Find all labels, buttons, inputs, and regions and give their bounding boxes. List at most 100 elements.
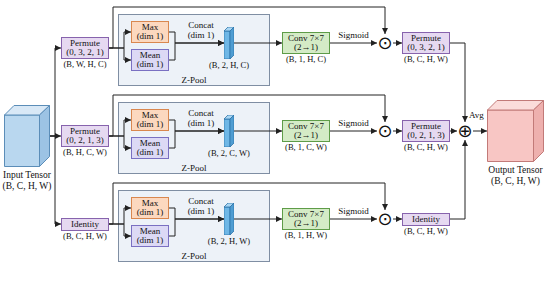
connector [50, 136, 61, 224]
tensor-shape: (B, C, H, W) [63, 232, 107, 241]
slab-face [224, 31, 230, 59]
connector [234, 219, 282, 220]
connector [234, 131, 282, 132]
connector [109, 183, 385, 224]
connector [473, 131, 487, 132]
operation-box: Identity(B, C, H, W) [402, 213, 450, 226]
box-label: Conv 7×7 (2→1) [286, 210, 326, 228]
group-label: Z-Pool [181, 164, 206, 173]
connector [109, 95, 385, 136]
tensor-shape: (B, 2, C, W) [208, 149, 250, 158]
tensor-shape: (B, C, H, W) [404, 227, 448, 236]
slab-face [224, 119, 230, 147]
concat-label: Concat (dim 1) [185, 21, 217, 40]
concat-label: Concat (dim 1) [185, 109, 217, 128]
box-label: Conv 7×7 (2→1) [286, 122, 326, 140]
operation-box: Conv 7×7 (2→1)(B, 1, C, W) [282, 120, 330, 142]
operation-box: Max (dim 1) [131, 197, 169, 219]
tensor-shape: (B, C, H, W) [404, 143, 448, 152]
feature-slab: (B, 2, C, W) [224, 115, 234, 147]
connector [109, 208, 131, 224]
connector [330, 43, 377, 44]
operation-box: Permute (0, 2, 1, 3)(B, H, C, W) [61, 125, 109, 147]
tensor-cube [4, 105, 50, 167]
connector [330, 219, 377, 220]
tensor-shape: (B, 2, H, W) [208, 237, 250, 246]
box-label: Mean (dim 1) [135, 139, 165, 157]
tensor-shape: (B, C, H, W) [3, 181, 52, 192]
tensor-shape: (B, 1, H, C) [286, 55, 326, 64]
connector [109, 136, 131, 148]
tensor-shape: (B, C, H, W) [404, 55, 448, 64]
tensor-node: Input Tensor(B, C, H, W) [4, 105, 50, 167]
caption-stack: Input Tensor(B, C, H, W) [3, 170, 52, 192]
connector [330, 131, 377, 132]
connector [50, 48, 61, 136]
operator-glyph: ⊕ [457, 122, 472, 140]
operation-box: Conv 7×7 (2→1)(B, 1, H, W) [282, 208, 330, 230]
slab-side [230, 203, 234, 235]
operator-glyph: ⊙ [377, 210, 392, 228]
box-label: Permute (0, 3, 2, 1) [65, 39, 105, 57]
connector [109, 32, 131, 48]
box-label: Mean (dim 1) [135, 227, 165, 245]
caption-stack: Output Tensor(B, C, H, W) [488, 165, 542, 187]
feature-slab: (B, 2, H, W) [224, 203, 234, 235]
connector [393, 219, 402, 220]
box-label: Max (dim 1) [135, 199, 165, 217]
tensor-node: Output Tensor(B, C, H, W) [487, 100, 544, 162]
tensor-shape: (B, 2, H, C) [209, 61, 249, 70]
box-label: Mean (dim 1) [135, 51, 165, 69]
edge-label: Sigmoid [338, 207, 369, 216]
edge-label: Sigmoid [338, 119, 369, 128]
operation-label: Avg [469, 111, 484, 120]
operation-box: Mean (dim 1) [131, 49, 169, 71]
operation-box: Max (dim 1) [131, 21, 169, 43]
connector [234, 43, 282, 44]
concat-label: Concat (dim 1) [185, 197, 217, 216]
connector [393, 131, 402, 132]
box-label: Permute (0, 3, 2, 1) [406, 34, 446, 52]
connector [393, 43, 402, 44]
box-label: Identity [412, 215, 440, 224]
feature-slab: (B, 2, H, C) [224, 27, 234, 59]
slab-figure [224, 27, 234, 59]
cube-side [534, 101, 544, 162]
operation-box: Max (dim 1) [131, 109, 169, 131]
box-label: Max (dim 1) [135, 23, 165, 41]
operator-glyph: ⊙ [377, 122, 392, 140]
group-label: Z-Pool [181, 252, 206, 261]
operator-symbol: ⊙ [377, 34, 393, 52]
connector [450, 140, 465, 219]
tensor-shape: (B, 1, C, W) [285, 143, 327, 152]
tensor-title: Output Tensor [488, 165, 542, 176]
slab-face [224, 207, 230, 235]
box-label: Permute (0, 2, 1, 3) [65, 127, 105, 145]
connector [109, 224, 131, 236]
operation-box: Permute (0, 3, 2, 1)(B, C, H, W) [402, 32, 450, 54]
operation-box: Permute (0, 3, 2, 1)(B, W, H, C) [61, 37, 109, 59]
slab-figure [224, 203, 234, 235]
cube-front [5, 115, 40, 167]
group-outline [119, 15, 270, 86]
connector [109, 120, 131, 136]
operator-symbol: ⊕ [457, 122, 473, 140]
edge-label: Sigmoid [338, 31, 369, 40]
tensor-shape: (B, 1, H, W) [285, 231, 327, 240]
box-label: Identity [71, 220, 99, 229]
group-label: Z-Pool [181, 76, 206, 85]
connector [109, 7, 385, 48]
tensor-shape: (B, W, H, C) [64, 60, 107, 69]
operation-box: Permute (0, 2, 1, 3)(B, C, H, W) [402, 120, 450, 142]
connector [450, 131, 457, 132]
operator-symbol: ⊙ [377, 122, 393, 140]
connector [169, 131, 224, 148]
connector [109, 48, 131, 60]
operation-box: Conv 7×7 (2→1)(B, 1, H, C) [282, 32, 330, 54]
slab-side [230, 115, 234, 147]
box-label: Conv 7×7 (2→1) [286, 34, 326, 52]
box-label: Permute (0, 2, 1, 3) [406, 122, 446, 140]
cube-side [40, 106, 50, 167]
operator-symbol: ⊙ [377, 210, 393, 228]
